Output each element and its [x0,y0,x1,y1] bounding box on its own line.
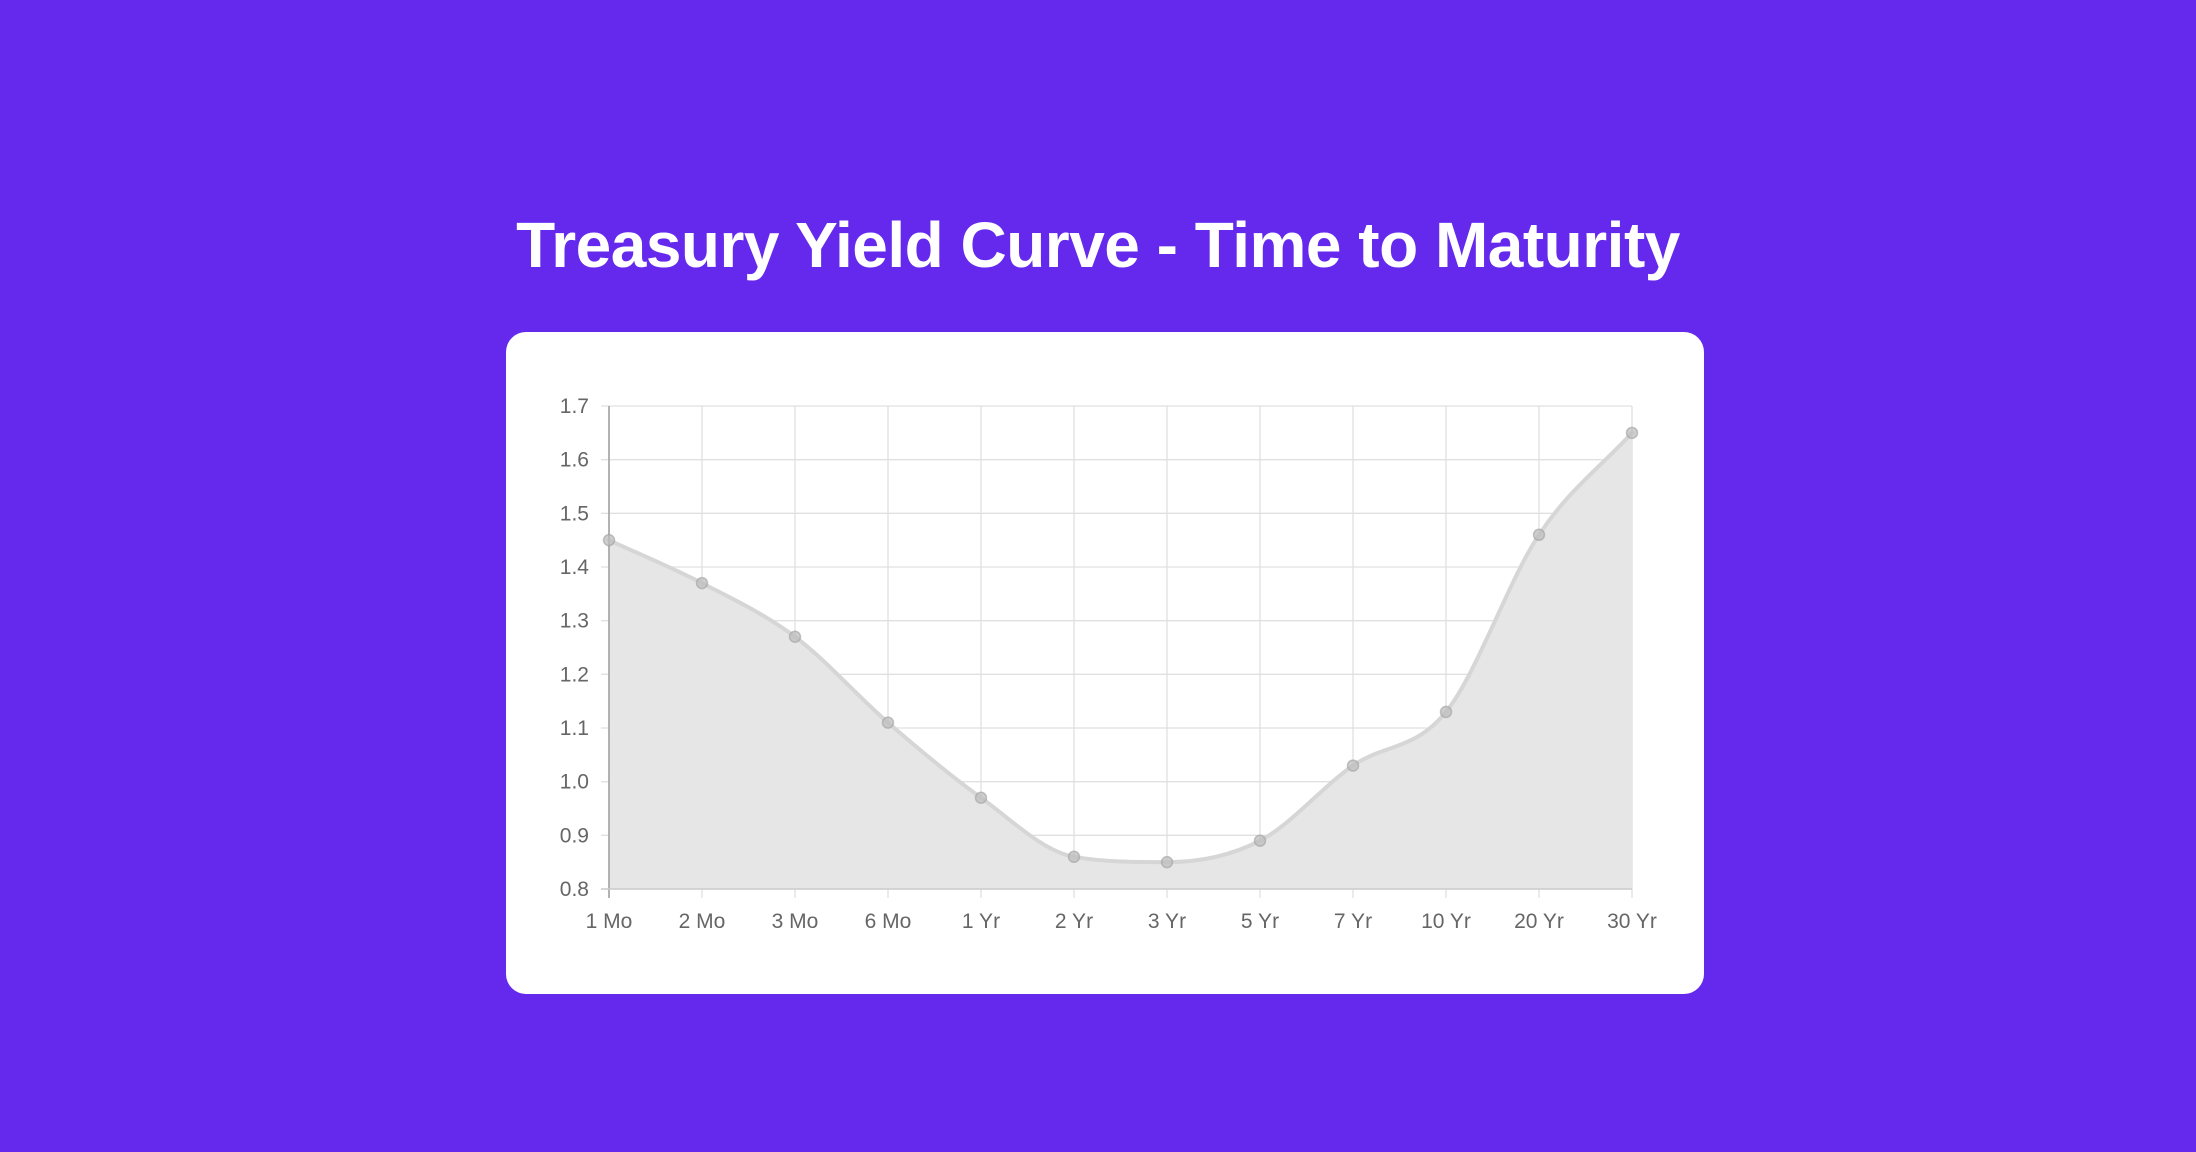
x-tick-label: 2 Yr [1055,910,1093,933]
y-tick-label: 0.8 [560,878,589,901]
chart-card: 0.8 0.9 1.0 1.1 1.2 1.3 1.4 1.5 1.6 1.7 1 Mo 2 Mo 3 … [506,332,1704,994]
x-tick-label: 5 Yr [1241,910,1279,933]
y-tick-label: 1.1 [560,717,589,740]
y-tick-label: 1.4 [560,556,590,579]
x-tick-label: 10 Yr [1421,910,1471,933]
x-tick-label: 3 Yr [1148,910,1186,933]
chart-title: Treasury Yield Curve - Time to Maturity [516,209,1680,281]
data-point [1346,759,1360,772]
data-point [881,716,895,729]
data-point [1532,528,1546,542]
y-tick-label: 1.0 [560,771,589,794]
y-tick-label: 1.2 [560,663,589,686]
x-tick-label: 1 Yr [962,910,1000,933]
y-tick-label: 1.5 [560,502,589,525]
series-area-fill [609,432,1632,889]
x-tick-label: 6 Mo [865,910,912,933]
x-tick-label: 20 Yr [1514,910,1564,933]
data-point [974,791,988,805]
data-point [1160,855,1174,869]
tick-labels: 0.8 0.9 1.0 1.1 1.2 1.3 1.4 1.5 1.6 1.7 1 Mo 2 Mo 3 … [560,395,1657,933]
y-tick-label: 1.7 [560,395,589,418]
area-layer [607,430,1634,889]
x-tick-label: 30 Yr [1607,910,1657,933]
data-point [1625,426,1639,440]
y-tick-label: 0.9 [560,824,589,847]
points [602,426,1639,869]
x-tick-label: 1 Mo [586,910,633,933]
y-tick-label: 1.6 [560,449,589,472]
yield-curve-chart: 0.8 0.9 1.0 1.1 1.2 1.3 1.4 1.5 1.6 1.7 1 Mo 2 Mo 3 … [560,395,1657,933]
data-point [1253,834,1267,847]
x-tick-label: 2 Mo [679,910,726,933]
x-tick-label: 3 Mo [772,910,819,933]
data-point [602,533,616,547]
data-point [788,630,802,644]
data-point [695,576,709,590]
data-point [1067,850,1081,864]
x-tick-label: 7 Yr [1334,910,1372,933]
data-point [1439,705,1453,719]
axes [601,406,1632,898]
y-tick-label: 1.3 [560,610,589,633]
